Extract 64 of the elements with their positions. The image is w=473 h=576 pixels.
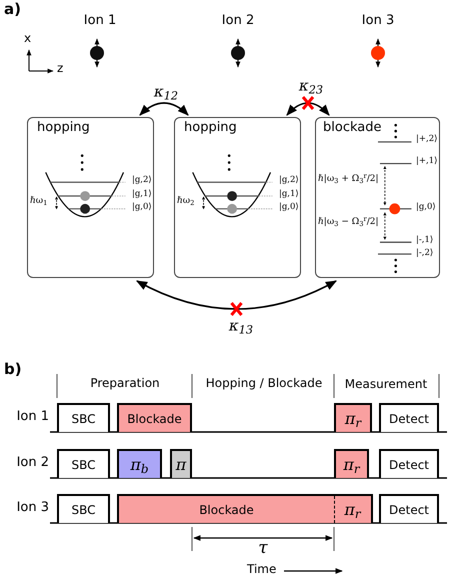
state-label: |+,2⟩	[416, 135, 438, 144]
pulse-box	[334, 449, 369, 478]
phase-label: Hopping / Blockade	[206, 377, 322, 389]
pulse-label: SBC	[71, 504, 96, 516]
pulse-label: π	[176, 456, 186, 472]
pulse-label: π$_{b}$	[130, 456, 149, 472]
phase-label: Measurement	[344, 378, 428, 390]
row-label: Ion 3	[16, 501, 49, 514]
energy-label: ℏ|ω$_{3}$ − Ω$_{3}$$^{r}$/2|	[318, 218, 379, 227]
pulse-label: π$_{r}$	[344, 410, 362, 426]
axis-label: x	[24, 32, 32, 44]
state-label: |g,0⟩	[132, 203, 152, 212]
energy-label: ℏω$_{2}$	[177, 197, 194, 206]
pulse-label: Detect	[388, 458, 429, 470]
state-label: |-,1⟩	[416, 236, 434, 244]
axis-label: Time	[247, 563, 276, 575]
coupling-arrow	[139, 102, 189, 116]
phase-label: Preparation	[90, 377, 160, 389]
pulse-box	[334, 403, 372, 432]
state-label: |+,1⟩	[416, 157, 438, 166]
coupling-arrow	[136, 280, 337, 310]
pulse-box	[379, 494, 439, 523]
state-label: |g,1⟩	[132, 190, 152, 198]
ion-label: Ion 3	[362, 14, 394, 27]
state-label: |g,0⟩	[416, 203, 436, 212]
state-label: |g,2⟩	[132, 176, 152, 184]
row-label: Ion 1	[16, 410, 49, 423]
pulse-box	[57, 494, 110, 523]
pulse-box	[117, 403, 192, 432]
panel-title: hopping	[184, 121, 237, 134]
axis-label: z	[57, 62, 64, 74]
pulse-label: SBC	[71, 412, 96, 424]
panel-label: b)	[4, 362, 22, 377]
energy-label: ℏ|ω$_{3}$ + Ω$_{3}$$^{r}$/2|	[318, 175, 379, 184]
panel-label: a)	[4, 2, 21, 17]
energy-label: ℏω$_{1}$	[30, 197, 48, 206]
pulse-label: π$_{r}$	[344, 502, 361, 518]
panel-title: hopping	[37, 121, 90, 134]
state-label: |g,1⟩	[279, 190, 299, 198]
pulse-box	[379, 403, 439, 432]
ion-label: Ion 1	[84, 14, 116, 27]
pulse-label: Blockade	[127, 412, 182, 424]
pulse-label: Detect	[388, 412, 429, 424]
pulse-box	[57, 449, 110, 478]
state-label: |g,2⟩	[279, 176, 299, 184]
panel-title: blockade	[323, 121, 382, 134]
duration-label: τ	[258, 540, 268, 557]
row-label: Ion 2	[16, 456, 49, 469]
pulse-box	[57, 403, 110, 432]
pulse-label: Blockade	[199, 504, 254, 516]
state-label: |g,0⟩	[279, 203, 299, 212]
panel-box	[315, 117, 440, 278]
pulse-label: π$_{r}$	[343, 456, 360, 472]
coupling-arrow	[286, 102, 330, 116]
pulse-label: Detect	[388, 504, 429, 516]
pulse-box	[379, 449, 439, 478]
panel-box	[27, 117, 154, 278]
ion-label: Ion 2	[222, 14, 254, 27]
panel-box	[174, 117, 301, 278]
pulse-box	[170, 449, 192, 478]
pulse-box	[117, 449, 162, 478]
pulse-box	[117, 494, 373, 523]
pulse-label: SBC	[71, 458, 96, 470]
state-label: |-,2⟩	[416, 249, 434, 258]
